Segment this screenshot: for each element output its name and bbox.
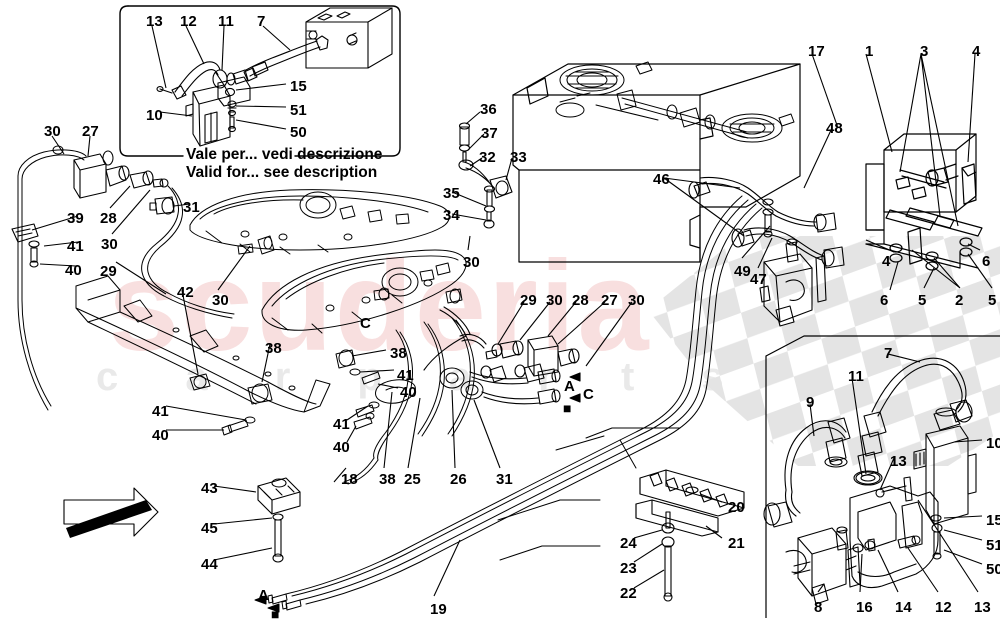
section-marker-mk-b2: ■ [271, 606, 280, 622]
callout-49: 49 [734, 263, 751, 280]
callout-1: 1 [865, 43, 874, 60]
callout-30: 30 [463, 254, 480, 271]
callout-50: 50 [290, 124, 307, 141]
section-marker-mk-c1: C [360, 315, 371, 332]
callout-10: 10 [146, 107, 163, 124]
callout-16: 16 [856, 599, 873, 616]
inset-caption-italian: Vale per... vedi descrizione [186, 146, 383, 163]
callout-48: 48 [826, 120, 843, 137]
callout-28: 28 [100, 210, 117, 227]
callout-11: 11 [848, 368, 864, 385]
callout-40: 40 [65, 262, 82, 279]
callout-30: 30 [628, 292, 645, 309]
callout-47: 47 [750, 271, 767, 288]
section-marker-mk-c2: C [583, 386, 594, 403]
callout-34: 34 [443, 207, 460, 224]
callout-7: 7 [884, 345, 893, 362]
section-marker-mk-a2: A [258, 587, 269, 604]
callout-31: 31 [496, 471, 513, 488]
callout-9: 9 [806, 394, 815, 411]
callout-36: 36 [480, 101, 497, 118]
callout-50: 50 [986, 561, 1000, 578]
callout-51: 51 [290, 102, 307, 119]
callout-43: 43 [201, 480, 218, 497]
section-marker-mk-a1: A [564, 378, 575, 395]
callout-37: 37 [481, 125, 498, 142]
callout-15: 15 [986, 512, 1000, 529]
callout-28: 28 [572, 292, 589, 309]
callout-46: 46 [653, 171, 670, 188]
callout-4: 4 [882, 253, 891, 270]
callout-39: 39 [67, 210, 84, 227]
callout-12: 12 [180, 13, 197, 30]
callout-27: 27 [601, 292, 618, 309]
callout-30: 30 [44, 123, 61, 140]
callout-31: 31 [183, 199, 200, 216]
callout-40: 40 [333, 439, 350, 456]
callout-13: 13 [146, 13, 163, 30]
callout-40: 40 [400, 384, 417, 401]
callout-14: 14 [895, 599, 912, 616]
callout-51: 51 [986, 537, 1000, 554]
callout-41: 41 [397, 367, 414, 384]
callout-22: 22 [620, 585, 637, 602]
callout-41: 41 [333, 416, 350, 433]
callout-32: 32 [479, 149, 496, 166]
callout-30: 30 [546, 292, 563, 309]
callout-3: 3 [920, 43, 929, 60]
callout-4: 4 [972, 43, 981, 60]
callout-5: 5 [918, 292, 927, 309]
callout-29: 29 [520, 292, 537, 309]
callout-27: 27 [82, 123, 99, 140]
callout-42: 42 [177, 284, 194, 301]
callout-30: 30 [101, 236, 118, 253]
callout-41: 41 [152, 403, 169, 420]
callout-19: 19 [430, 601, 447, 618]
callout-24: 24 [620, 535, 637, 552]
inset-caption-english: Valid for... see description [186, 164, 378, 181]
callout-38: 38 [265, 340, 282, 357]
callout-45: 45 [201, 520, 218, 537]
callout-6: 6 [982, 253, 991, 270]
callout-38: 38 [379, 471, 396, 488]
callout-15: 15 [290, 78, 307, 95]
callout-41: 41 [67, 238, 84, 255]
callout-35: 35 [443, 185, 460, 202]
callout-29: 29 [100, 263, 117, 280]
callout-33: 33 [510, 149, 527, 166]
callout-13: 13 [890, 453, 907, 470]
callout-11: 11 [218, 13, 234, 30]
callout-20: 20 [728, 499, 745, 516]
callout-7: 7 [257, 13, 266, 30]
callout-6: 6 [880, 292, 889, 309]
callout-18: 18 [341, 471, 358, 488]
callout-2: 2 [955, 292, 964, 309]
callout-8: 8 [814, 599, 823, 616]
callout-10: 10 [986, 435, 1000, 452]
callout-30: 30 [212, 292, 229, 309]
callout-38: 38 [390, 345, 407, 362]
callout-44: 44 [201, 556, 218, 573]
callout-5: 5 [988, 292, 997, 309]
callout-23: 23 [620, 560, 637, 577]
callout-13: 13 [974, 599, 991, 616]
callout-12: 12 [935, 599, 952, 616]
callout-26: 26 [450, 471, 467, 488]
section-marker-mk-b1: ■ [563, 400, 572, 416]
callout-25: 25 [404, 471, 421, 488]
callout-21: 21 [728, 535, 745, 552]
callout-40: 40 [152, 427, 169, 444]
callout-17: 17 [808, 43, 825, 60]
